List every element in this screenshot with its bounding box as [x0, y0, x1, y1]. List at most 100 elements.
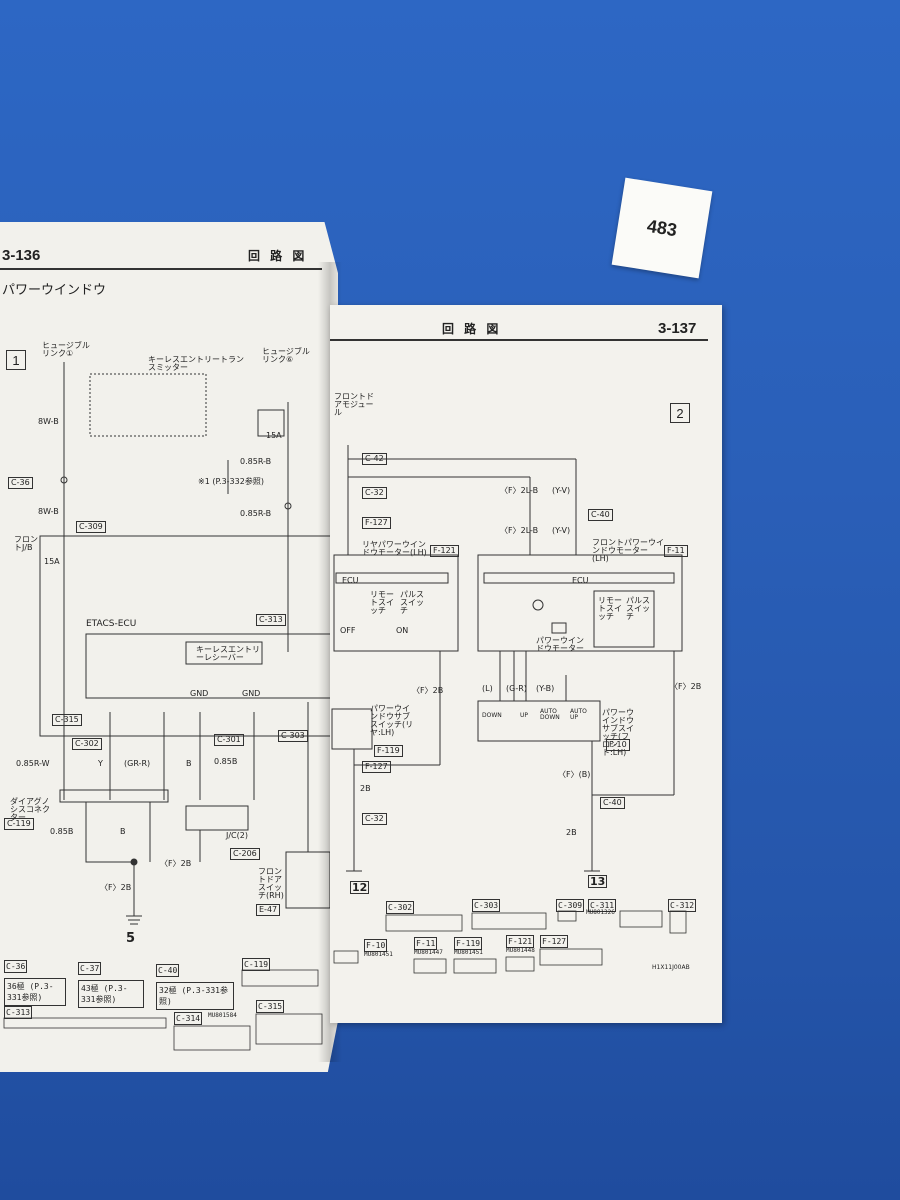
legend-f127: F-127 — [540, 935, 569, 948]
legend-f119-code: MU801451 — [454, 949, 483, 956]
legend-c315: C-315 — [256, 1000, 285, 1013]
wire-f2b-label: 〈F〉2B — [160, 859, 192, 868]
legend-c40-ref: 32極 (P.3-331参照) — [156, 982, 234, 1010]
wire-2lb-label-2: 〈F〉2L-B — [500, 526, 539, 535]
remote-switch-label: リモートスイッチ — [370, 590, 394, 615]
connector-c301: C-301 — [214, 734, 244, 746]
wire-yv-label-2: (Y-V) — [552, 526, 571, 535]
ground-5-label: 5 — [126, 931, 136, 946]
wire-2b-label: 2B — [566, 828, 577, 837]
wire-8wb-label-2: 8W-B — [38, 507, 59, 516]
ecu-label-rear: ECU — [342, 576, 359, 585]
rear-motor-lh-label: リヤパワーウインドウモーター(LH) — [362, 540, 427, 557]
wire-f2b-label-2: 〈F〉2B — [100, 883, 132, 892]
connector-c32: C-32 — [362, 487, 387, 499]
connector-e47: E-47 — [256, 904, 281, 916]
etacs-ecu-label: ETACS-ECU — [86, 619, 137, 629]
legend-f10: F-10 — [364, 939, 388, 952]
legend-f121-code: MU801448 — [506, 947, 535, 954]
front-door-module-label: フロントドアモジュール — [334, 392, 374, 417]
wire-8wb-label: 8W-B — [38, 417, 59, 426]
connector-c206: C-206 — [230, 848, 260, 860]
auto-down-label: AUTO DOWN — [540, 708, 560, 721]
up-label: UP — [520, 712, 529, 719]
connector-f121: F-121 — [430, 545, 459, 557]
left-page-header: 回 路 図 — [248, 249, 308, 263]
legend-c314-code: MU801584 — [208, 1012, 237, 1019]
gnd-label-1: GND — [190, 689, 209, 698]
rear-sub-switch-label: パワーウインドウサブスイッチ(リヤ:LH) — [370, 704, 414, 737]
figure-code-label: H1X11J00AB — [652, 964, 690, 971]
wire-085b-label-2: 0.85B — [50, 827, 74, 836]
connector-c119: C-119 — [4, 818, 34, 830]
left-page-number: 3-136 — [2, 247, 41, 264]
connector-c40-2: C-40 — [600, 797, 625, 809]
connector-f127-2: F-127 — [362, 761, 391, 773]
connector-f119: F-119 — [374, 745, 403, 757]
left-legend-grids — [3, 969, 323, 1051]
fuse-15a-label: 15A — [44, 557, 60, 566]
legend-c119: C-119 — [242, 958, 271, 971]
legend-f119: F-119 — [454, 937, 483, 950]
legend-c36-ref: 36極 (P.3-331参照) — [4, 978, 66, 1006]
wire-b-label-2: B — [120, 827, 126, 836]
front-motor-lh-label: フロントパワーウインドウモーター(LH) — [592, 538, 664, 563]
legend-c37: C-37 — [78, 962, 102, 975]
legend-c309: C-309 — [556, 899, 585, 912]
connector-f10: F-10 — [606, 739, 630, 751]
left-page-subtitle: パワーウインドウ — [2, 283, 107, 298]
legend-f11: F-11 — [414, 937, 438, 950]
ground-13-label: 13 — [588, 875, 608, 888]
legend-c313: C-313 — [4, 1006, 33, 1019]
pulse-switch-label: パルススイッチ — [400, 590, 424, 615]
ecu-label-front: ECU — [572, 576, 589, 585]
gnd-label-2: GND — [242, 689, 261, 698]
wire-fb-label: 〈F〉(B) — [558, 770, 591, 779]
connector-f127: F-127 — [362, 517, 391, 529]
pulse-switch-label-2: パルススイッチ — [626, 596, 650, 621]
legend-c302: C-302 — [386, 901, 415, 914]
wire-grr-label: (GR-R) — [124, 759, 151, 768]
legend-c36: C-36 — [4, 960, 28, 973]
wire-yv-label: (Y-V) — [552, 486, 571, 495]
front-door-switch-label: フロントドアスイッチ(RH) — [258, 867, 284, 900]
legend-c303: C-303 — [472, 899, 501, 912]
wire-2lb-label: 〈F〉2L-B — [500, 486, 539, 495]
connector-c32-2: C-32 — [362, 813, 387, 825]
diag-connector-label: ダイアグノシスコネクター — [10, 797, 50, 822]
legend-c314: C-314 — [174, 1012, 203, 1025]
right-header-rule — [330, 339, 708, 341]
off-label-1: OFF — [340, 626, 356, 635]
section-number-1: 1 — [6, 350, 26, 370]
jc2-label: J/C(2) — [226, 831, 248, 840]
fuse-link-6-label: ヒュージブルリンク⑥ — [262, 347, 310, 364]
connector-c315: C-315 — [52, 714, 82, 726]
front-jb-label: フロントJ/B — [14, 535, 38, 552]
right-page-header: 回 路 図 — [442, 322, 502, 336]
wire-yb-label: (Y-B) — [536, 684, 555, 693]
right-page: 回 路 図 3-137 2 フロントドアモジュール C-42 C-32 F-12… — [330, 305, 722, 1023]
right-page-number: 3-137 — [658, 320, 697, 337]
wire-y-label: Y — [98, 759, 103, 768]
wire-085b-label: 0.85B — [214, 757, 238, 766]
connector-c36: C-36 — [8, 477, 33, 489]
connector-c302: C-302 — [72, 738, 102, 750]
legend-c311: C-311 — [588, 899, 617, 912]
left-page: 3-136 回 路 図 パワーウインドウ 1 ヒュージブルリンク① キーレスエン… — [0, 222, 338, 1072]
wire-2b-label-2: 2B — [360, 784, 371, 793]
legend-c40: C-40 — [156, 964, 180, 977]
ref-p332-label: ※1 (P.3-332参照) — [198, 477, 264, 486]
connector-c313: C-313 — [256, 614, 286, 626]
wire-085rw-label: 0.85R-W — [16, 759, 50, 768]
number-sticker: 483 — [611, 177, 713, 279]
wire-f2b-label-2: 〈F〉2B — [670, 682, 702, 691]
legend-c37-ref: 43極 (P.3-331参照) — [78, 980, 144, 1008]
down-label: DOWN — [482, 712, 502, 719]
right-legend-grids — [333, 910, 687, 974]
wire-085rb-label: 0.85R-B — [240, 457, 272, 466]
connector-c40: C-40 — [588, 509, 613, 521]
left-header-rule — [0, 268, 322, 270]
front-sub-switch-label: パワーウインドウサブスイッチ(フロント:LH) — [602, 708, 634, 757]
keyless-receiver-label: キーレスエントリーレシーバー — [196, 645, 260, 662]
legend-f11-code: MU801447 — [414, 949, 443, 956]
